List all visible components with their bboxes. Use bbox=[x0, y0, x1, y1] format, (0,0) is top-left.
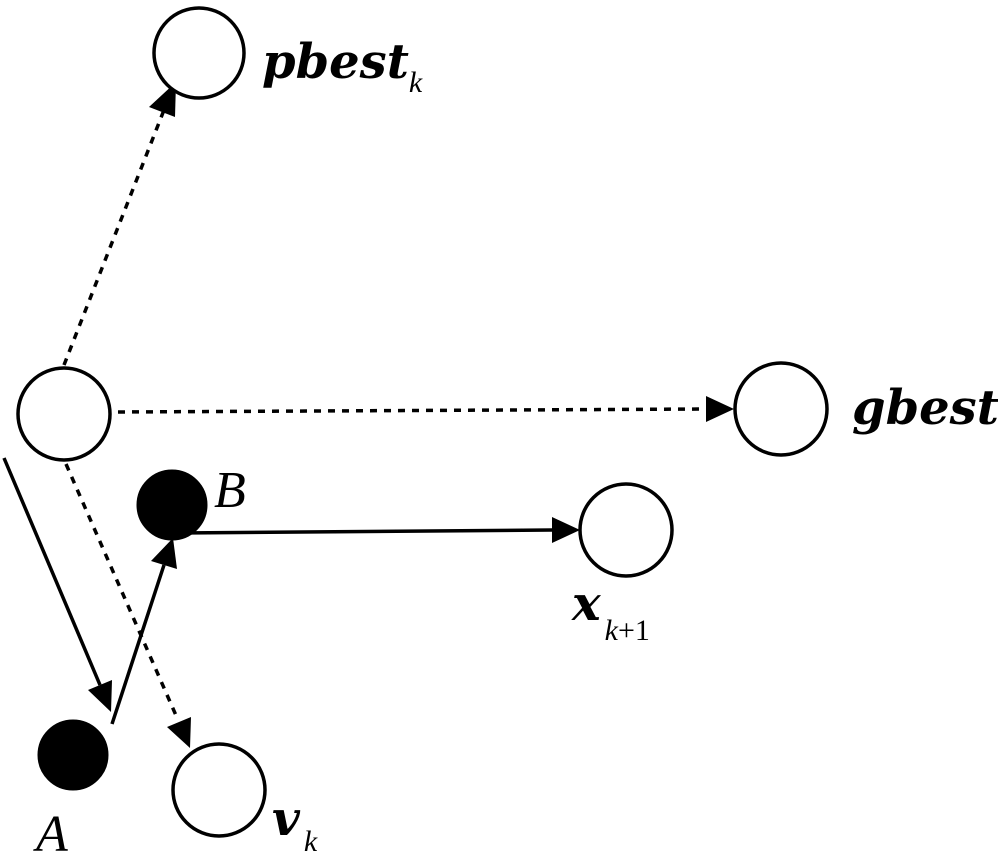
label-gbest: gbestk bbox=[852, 380, 998, 445]
label-point-b: B bbox=[214, 462, 246, 519]
edge-current-to-gbest bbox=[117, 396, 734, 422]
node-point-a bbox=[37, 719, 109, 791]
edge-current-to-velocity bbox=[64, 463, 191, 748]
node-next-position bbox=[578, 482, 674, 578]
node-point-b bbox=[136, 469, 208, 541]
edge-current-to-pbest bbox=[62, 82, 176, 366]
node-current-position bbox=[16, 366, 112, 462]
node-velocity bbox=[171, 742, 267, 838]
label-pbest: pbestk bbox=[262, 34, 423, 99]
node-gbest bbox=[733, 361, 829, 457]
node-pbest bbox=[152, 6, 246, 100]
edge-incoming-to-a bbox=[2, 457, 112, 712]
edge-a-to-b bbox=[110, 538, 177, 725]
label-point-a: A bbox=[33, 806, 68, 856]
edge-b-to-next-position bbox=[177, 517, 580, 543]
